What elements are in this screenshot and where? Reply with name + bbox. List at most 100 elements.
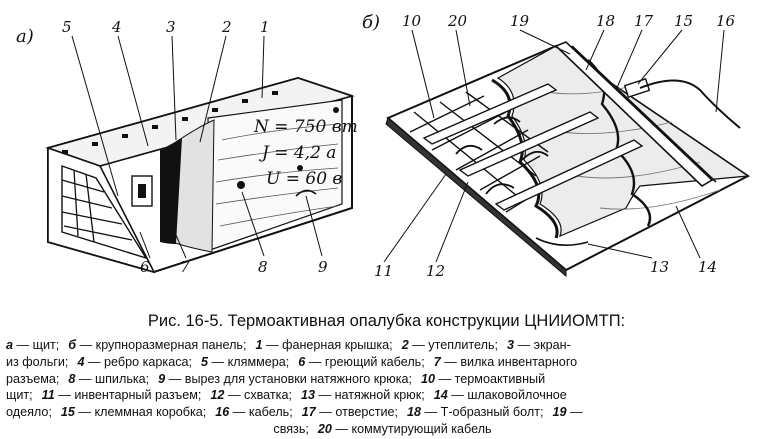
legend-entry-text: — фанерная крышка; bbox=[266, 338, 393, 352]
callout-16: 16 bbox=[716, 12, 736, 30]
legend-entry-number: 4 bbox=[77, 354, 85, 369]
legend-entry: 16 — кабель; bbox=[215, 405, 292, 419]
sublabel-a: а) bbox=[16, 26, 34, 47]
callout-3: 3 bbox=[166, 18, 176, 36]
sublabel-b: б) bbox=[362, 12, 380, 33]
legend-entry-text: — экран- bbox=[517, 338, 571, 352]
legend-entry-number: 14 bbox=[433, 388, 448, 403]
callout-8: 8 bbox=[258, 258, 268, 276]
legend-entry: 14 — шлаковойлочное bbox=[434, 388, 567, 402]
legend-entry-text: щит; bbox=[6, 388, 33, 403]
legend-entry-number: 2 bbox=[401, 338, 409, 352]
legend-entry-text: — ребро каркаса; bbox=[87, 354, 193, 369]
legend-line: а — щит;б — крупноразмерная панель;1 — ф… bbox=[6, 337, 768, 354]
value-current: J = 4,2 а bbox=[259, 143, 336, 163]
legend-entry-text: — клеммная коробка; bbox=[78, 405, 207, 420]
legend-entry: 5 — кляммера; bbox=[201, 355, 289, 369]
figure-legend: а — щит; б — крупноразмерная панель; 1 — ф… bbox=[6, 337, 768, 438]
legend-entry: 4 — ребро каркаса; bbox=[77, 355, 192, 369]
legend-entry-number: 13 bbox=[300, 388, 315, 403]
legend-entry: одеяло; bbox=[6, 405, 52, 419]
legend-entry-text: — крупноразмерная панель; bbox=[79, 338, 247, 352]
legend-entry: связь; bbox=[273, 422, 309, 436]
legend-entry: 17 — отверстие; bbox=[302, 405, 398, 419]
legend-entry: 9 — вырез для установки натяжного крюка; bbox=[158, 372, 412, 386]
callout-9: 9 bbox=[318, 258, 328, 276]
legend-line: щит; 11 — инвентарный разъем; 12 — схватка… bbox=[6, 387, 768, 404]
legend-entry-number: б bbox=[68, 338, 77, 352]
legend-entry: щит; bbox=[6, 388, 33, 402]
legend-entry: 20 — коммутирующий кабель bbox=[318, 422, 492, 436]
legend-entry-number: 9 bbox=[158, 371, 166, 386]
legend-entry-number: 20 bbox=[317, 421, 332, 436]
legend-entry: б — крупноразмерная панель; bbox=[68, 338, 246, 352]
legend-entry-number: 8 bbox=[68, 371, 76, 386]
callout-15: 15 bbox=[674, 12, 693, 30]
drawing-b-panel: б) 10 20 19 18 17 15 16 1 bbox=[362, 12, 750, 280]
legend-entry-text: одеяло; bbox=[6, 405, 52, 420]
legend-entry: 8 — шпилька; bbox=[68, 372, 149, 386]
legend-entry-text: — вилка инвентарного bbox=[444, 354, 578, 369]
legend-entry-number: 15 bbox=[60, 405, 75, 420]
legend-entry-number: 3 bbox=[507, 338, 515, 352]
legend-entry-number: 5 bbox=[201, 354, 209, 369]
legend-line: связь; 20 — коммутирующий кабель bbox=[6, 421, 768, 438]
legend-entry-number: а bbox=[6, 338, 14, 352]
callout-1: 1 bbox=[260, 18, 270, 36]
legend-entry: 19 — bbox=[552, 405, 582, 419]
callout-13: 13 bbox=[650, 258, 669, 276]
legend-entry-text: — вырез для установки натяжного крюка; bbox=[168, 371, 413, 386]
legend-entry: 11 — инвентарный разъем; bbox=[42, 388, 202, 402]
legend-entry-text: — шпилька; bbox=[78, 371, 150, 386]
callout-18: 18 bbox=[596, 12, 615, 30]
legend-entry-text: — кляммера; bbox=[211, 354, 290, 369]
legend-entry-text: разъема; bbox=[6, 371, 60, 386]
figure-caption: Рис. 16-5. Термоактивная опалубка констр… bbox=[147, 312, 626, 330]
legend-line: разъема; 8 — шпилька; 9 — вырез для устано… bbox=[6, 371, 768, 388]
legend-entry: разъема; bbox=[6, 372, 59, 386]
legend-entry: 6 — греющий кабель; bbox=[298, 355, 424, 369]
legend-entry: 18 — Т-образный болт; bbox=[407, 405, 543, 419]
legend-entry-number: 1 bbox=[255, 338, 263, 352]
callout-19: 19 bbox=[510, 12, 530, 30]
legend-entry-text: — схватка; bbox=[227, 388, 292, 403]
formwork-illustration: а) N = 750 вт J = 4,2 а U = 60 в 5 4 3 2 bbox=[16, 12, 750, 280]
legend-entry: 13 — натяжной крюк; bbox=[301, 388, 425, 402]
legend-entry: 15 — клеммная коробка; bbox=[61, 405, 206, 419]
legend-entry-text: — коммутирующий кабель bbox=[335, 421, 492, 436]
legend-entry-number: 19 bbox=[552, 405, 567, 420]
legend-entry-number: 16 bbox=[215, 405, 230, 420]
callout-10: 10 bbox=[402, 12, 422, 30]
legend-entry-number: 6 bbox=[298, 354, 306, 369]
legend-entry-text: — греющий кабель; bbox=[308, 354, 425, 369]
callout-14: 14 bbox=[698, 258, 717, 276]
legend-entry: из фольги; bbox=[6, 355, 68, 369]
legend-entry-text: связь; bbox=[273, 421, 309, 436]
legend-entry-text: — термоактивный bbox=[438, 371, 546, 386]
legend-entry-text: — Т-образный болт; bbox=[424, 405, 544, 420]
legend-entry-text: из фольги; bbox=[6, 354, 69, 369]
legend-entry: 7 — вилка инвентарного bbox=[434, 355, 577, 369]
legend-entry-text: — шлаковойлочное bbox=[451, 388, 567, 403]
callout-2: 2 bbox=[221, 18, 232, 36]
callout-4: 4 bbox=[111, 18, 122, 36]
legend-entry-number: 10 bbox=[421, 371, 436, 386]
legend-entry: 3 — экран- bbox=[507, 338, 571, 352]
legend-entry-text: — кабель; bbox=[232, 405, 293, 420]
legend-entry: 1 — фанерная крышка; bbox=[256, 338, 393, 352]
legend-line: одеяло; 15 — клеммная коробка; 16 — кабель… bbox=[6, 404, 768, 421]
callout-7: 7 bbox=[180, 258, 190, 276]
legend-entry-text: — bbox=[569, 405, 583, 420]
callout-5: 5 bbox=[62, 18, 72, 36]
legend-entry-number: 12 bbox=[210, 388, 225, 403]
callout-11: 11 bbox=[374, 262, 393, 280]
callout-12: 12 bbox=[426, 262, 445, 280]
legend-entry-number: 17 bbox=[301, 405, 316, 420]
value-power: N = 750 вт bbox=[253, 117, 358, 137]
callout-17: 17 bbox=[634, 12, 654, 30]
callout-20: 20 bbox=[447, 12, 468, 30]
legend-entry-number: 7 bbox=[433, 354, 441, 369]
legend-entry-number: 11 bbox=[41, 388, 55, 403]
legend-entry: 2 — утеплитель; bbox=[402, 338, 498, 352]
